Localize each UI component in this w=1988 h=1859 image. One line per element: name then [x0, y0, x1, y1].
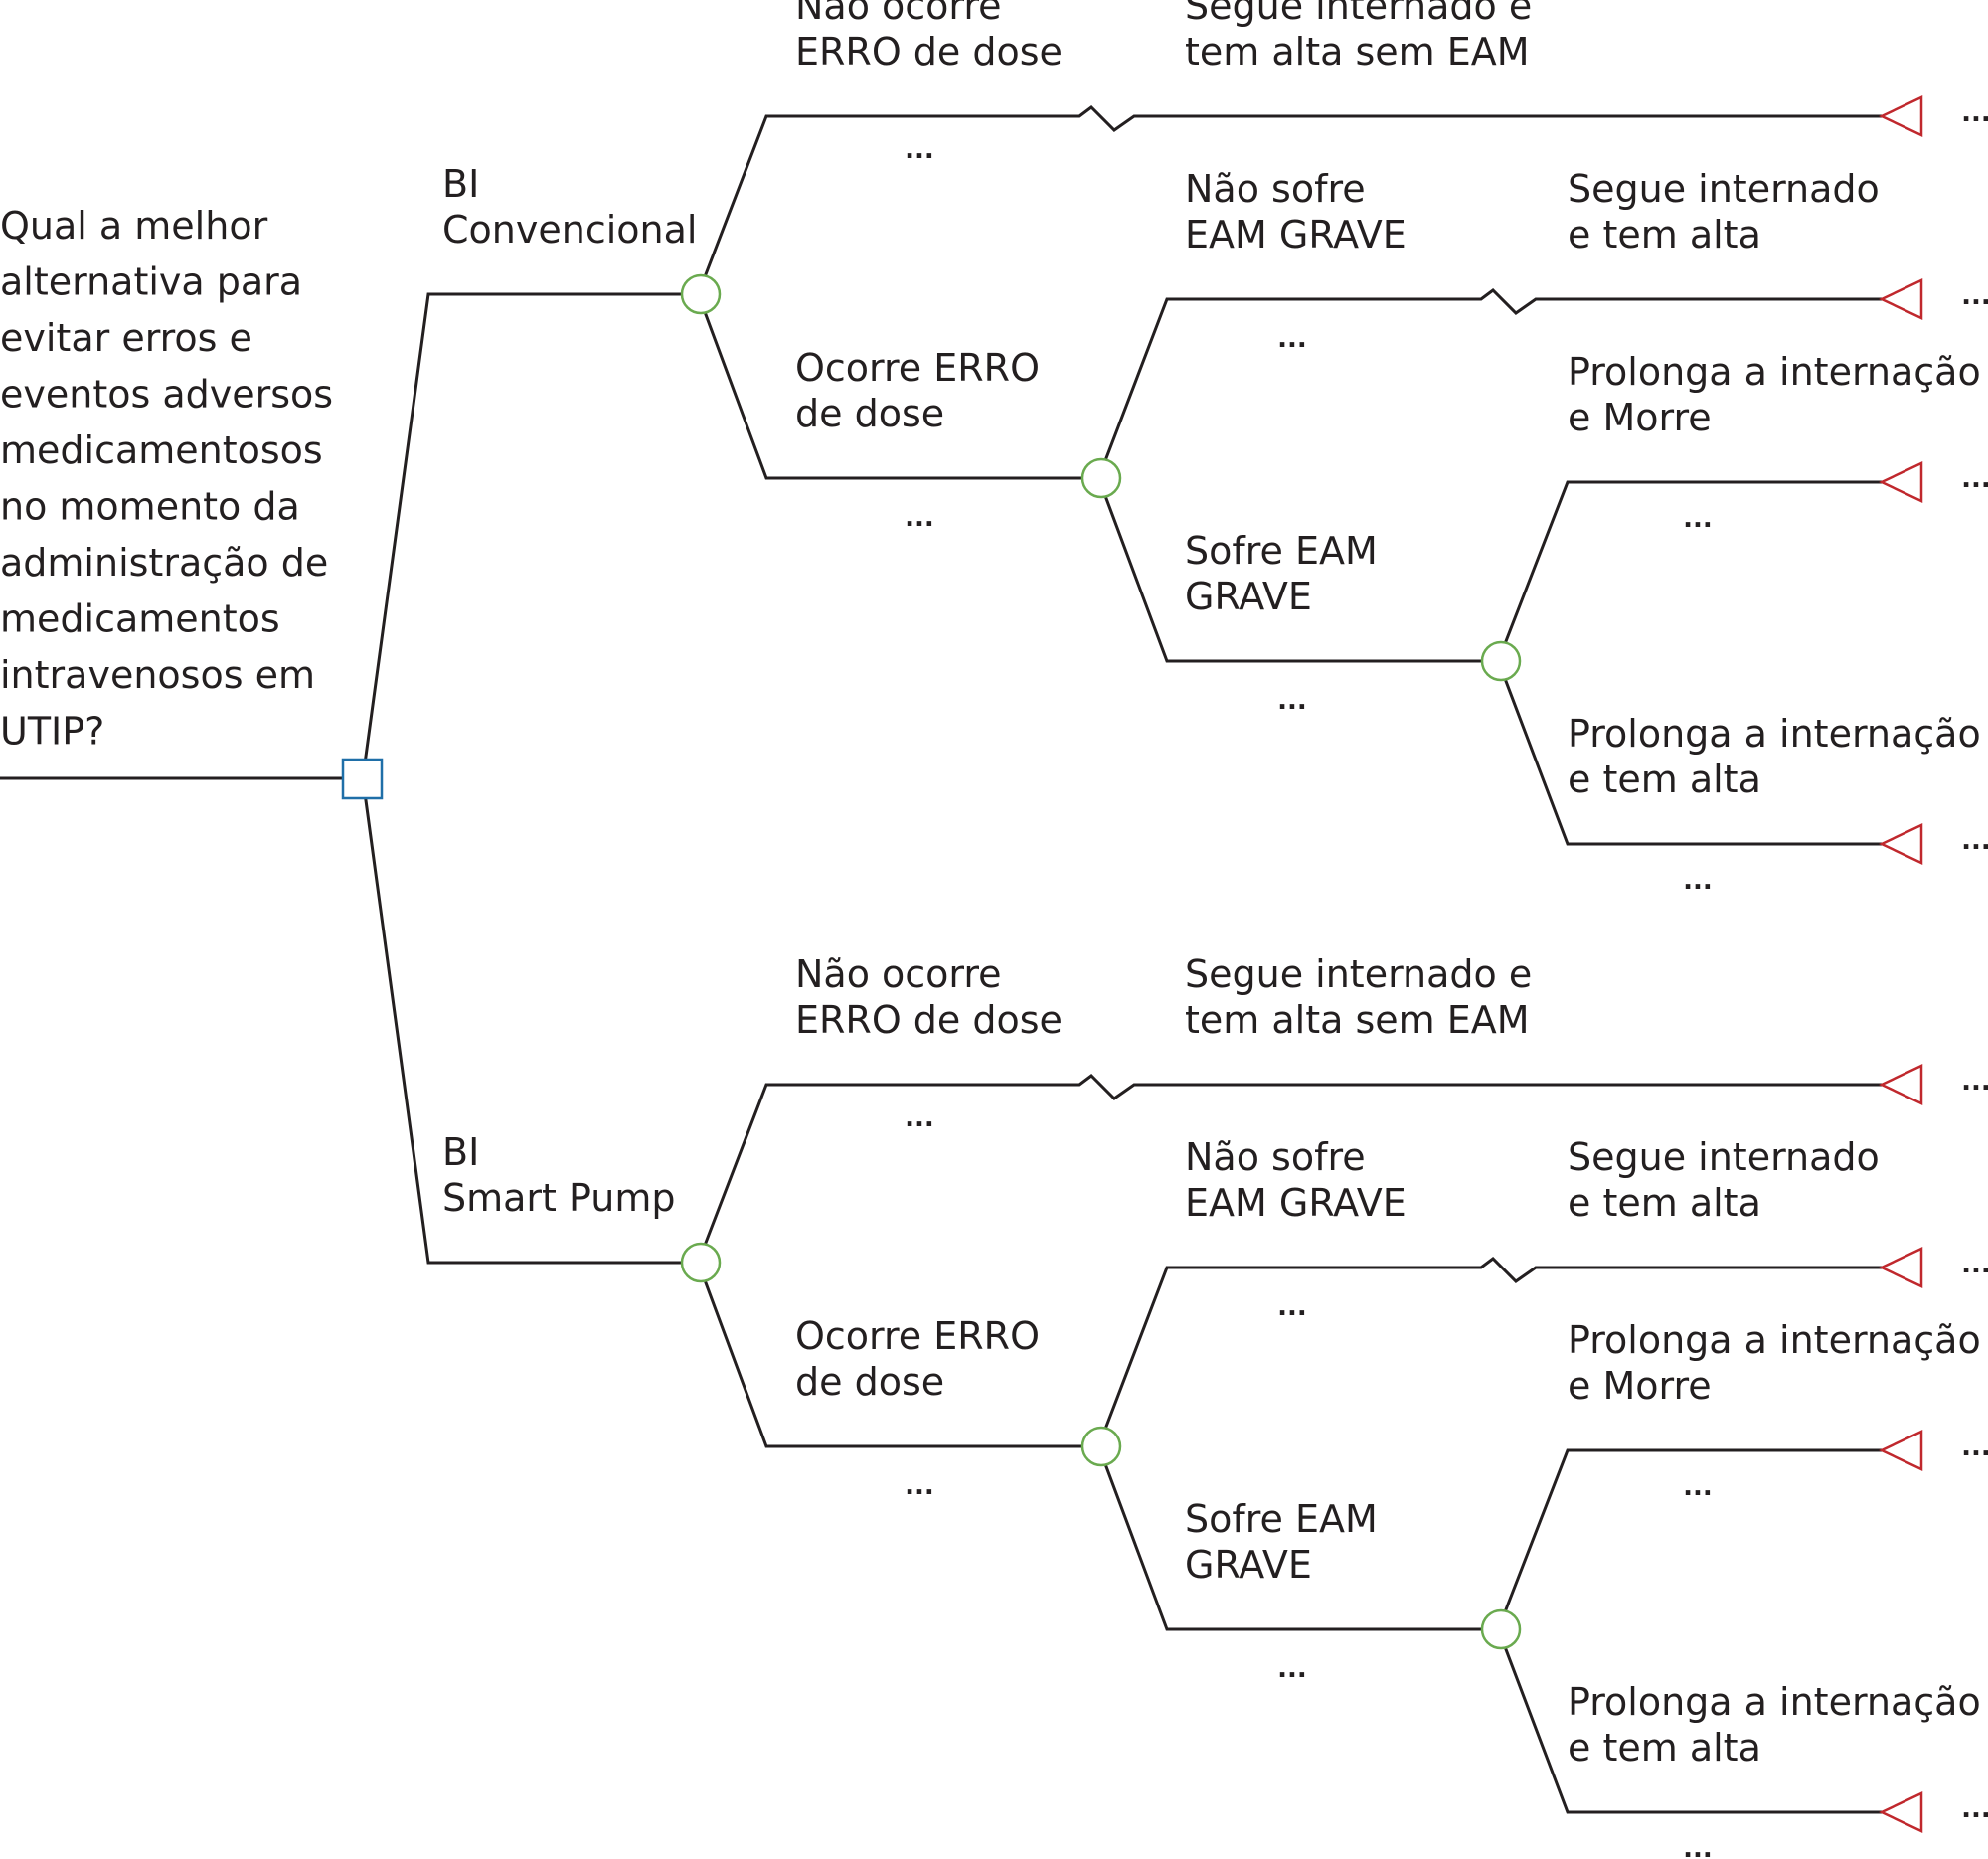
outcome-label: Prolonga a internação — [1568, 1680, 1981, 1724]
strategy-label: BI — [442, 162, 479, 206]
outcome-label: Prolonga a internação — [1568, 1318, 1981, 1362]
ellipsis: ... — [1961, 1433, 1988, 1462]
ellipsis: ... — [1961, 826, 1988, 856]
branch-label-no-severe: Não sofre — [1185, 1135, 1366, 1179]
ellipsis: ... — [1961, 1794, 1988, 1824]
branch-severe — [1099, 484, 1481, 663]
ellipsis: ... — [1961, 281, 1988, 311]
chance-node — [1480, 640, 1522, 682]
question-line: Qual a melhor — [0, 204, 268, 248]
branch-label-no-error: ERRO de dose — [795, 30, 1063, 74]
ellipsis: ... — [1683, 1834, 1713, 1859]
ellipsis: ... — [905, 135, 934, 165]
chance-node — [680, 273, 722, 315]
branch-error — [699, 1268, 1081, 1448]
ellipsis: ... — [1961, 1250, 1988, 1279]
branch-label-no-severe: EAM GRAVE — [1185, 1181, 1407, 1225]
terminal-node — [1879, 1247, 1923, 1288]
branch-dies — [1499, 1448, 1882, 1623]
tree-branches — [0, 105, 1882, 1814]
branch-label-severe: GRAVE — [1185, 1543, 1312, 1587]
branch-error — [699, 300, 1081, 480]
outcome-label: e tem alta — [1568, 1181, 1761, 1225]
ellipsis: ... — [1277, 1654, 1307, 1684]
outcome-label: Segue internado e — [1185, 952, 1532, 996]
branch-discharged — [1499, 667, 1882, 846]
branch-severe — [1099, 1452, 1481, 1631]
branch-no-severe — [1099, 288, 1882, 472]
decision-node — [341, 758, 384, 800]
terminal-node — [1879, 95, 1923, 137]
question-line: intravenosos em — [0, 653, 315, 697]
branch-discharged — [1499, 1635, 1882, 1814]
ellipsis: ... — [1961, 98, 1988, 128]
chance-node — [680, 1242, 722, 1283]
question-line: alternativa para — [0, 260, 302, 304]
branch-label-severe: GRAVE — [1185, 575, 1312, 618]
branch-label-severe: Sofre EAM — [1185, 1497, 1378, 1541]
terminal-node — [1879, 1430, 1923, 1471]
branch-label-no-severe: Não sofre — [1185, 167, 1366, 211]
outcome-label: Segue internado — [1568, 167, 1880, 211]
branch-dies — [1499, 480, 1882, 655]
outcome-label: tem alta sem EAM — [1185, 30, 1530, 74]
terminal-node — [1879, 1791, 1923, 1833]
question-line: medicamentosos — [0, 428, 323, 472]
ellipsis: ... — [1683, 1472, 1713, 1502]
chance-node — [1480, 1608, 1522, 1650]
branch-no-error — [699, 105, 1882, 288]
ellipsis: ... — [1277, 1292, 1307, 1322]
outcome-label: Segue internado e — [1185, 0, 1532, 28]
branch-label-error: de dose — [795, 1360, 944, 1404]
branch-label-error: de dose — [795, 392, 944, 435]
outcome-label: e Morre — [1568, 396, 1712, 439]
ellipsis: ... — [1683, 504, 1713, 534]
strategy-label: BI — [442, 1130, 479, 1174]
branch-label-error: Ocorre ERRO — [795, 346, 1040, 390]
terminal-node — [1879, 461, 1923, 503]
question-line: medicamentos — [0, 597, 280, 641]
tree-nodes — [341, 95, 1923, 1833]
strategy-branch — [361, 777, 681, 1265]
strategy-branch — [361, 292, 681, 779]
question-line: administração de — [0, 541, 328, 585]
terminal-node — [1879, 823, 1923, 865]
branch-label-severe: Sofre EAM — [1185, 529, 1378, 573]
ellipsis: ... — [1961, 464, 1988, 494]
ellipsis: ... — [1961, 1067, 1988, 1097]
ellipsis: ... — [905, 503, 934, 533]
terminal-node — [1879, 1064, 1923, 1105]
ellipsis: ... — [905, 1471, 934, 1501]
branch-label-no-error: ERRO de dose — [795, 998, 1063, 1042]
chance-node — [1080, 1426, 1122, 1467]
outcome-label: Prolonga a internação — [1568, 712, 1981, 756]
ellipsis: ... — [905, 1103, 934, 1133]
question-line: UTIP? — [0, 710, 104, 754]
strategy-label: Convencional — [442, 208, 697, 252]
question-line: evitar erros e — [0, 316, 252, 360]
question-line: no momento da — [0, 485, 300, 529]
branch-label-no-error: Não ocorre — [795, 952, 1002, 996]
question-line: eventos adversos — [0, 373, 333, 417]
outcome-label: Prolonga a internação — [1568, 350, 1981, 394]
branch-label-no-severe: EAM GRAVE — [1185, 213, 1407, 256]
branch-label-no-error: Não ocorre — [795, 0, 1002, 28]
branch-label-error: Ocorre ERRO — [795, 1314, 1040, 1358]
outcome-label: e tem alta — [1568, 758, 1761, 801]
outcome-label: tem alta sem EAM — [1185, 998, 1530, 1042]
outcome-label: Segue internado — [1568, 1135, 1880, 1179]
outcome-label: e Morre — [1568, 1364, 1712, 1408]
ellipsis: ... — [1683, 866, 1713, 896]
branch-no-severe — [1099, 1257, 1882, 1440]
outcome-label: e tem alta — [1568, 1726, 1761, 1770]
terminal-node — [1879, 278, 1923, 320]
chance-node — [1080, 457, 1122, 499]
branch-no-error — [699, 1074, 1882, 1257]
ellipsis: ... — [1277, 686, 1307, 716]
strategy-label: Smart Pump — [442, 1176, 676, 1220]
outcome-label: e tem alta — [1568, 213, 1761, 256]
ellipsis: ... — [1277, 324, 1307, 354]
